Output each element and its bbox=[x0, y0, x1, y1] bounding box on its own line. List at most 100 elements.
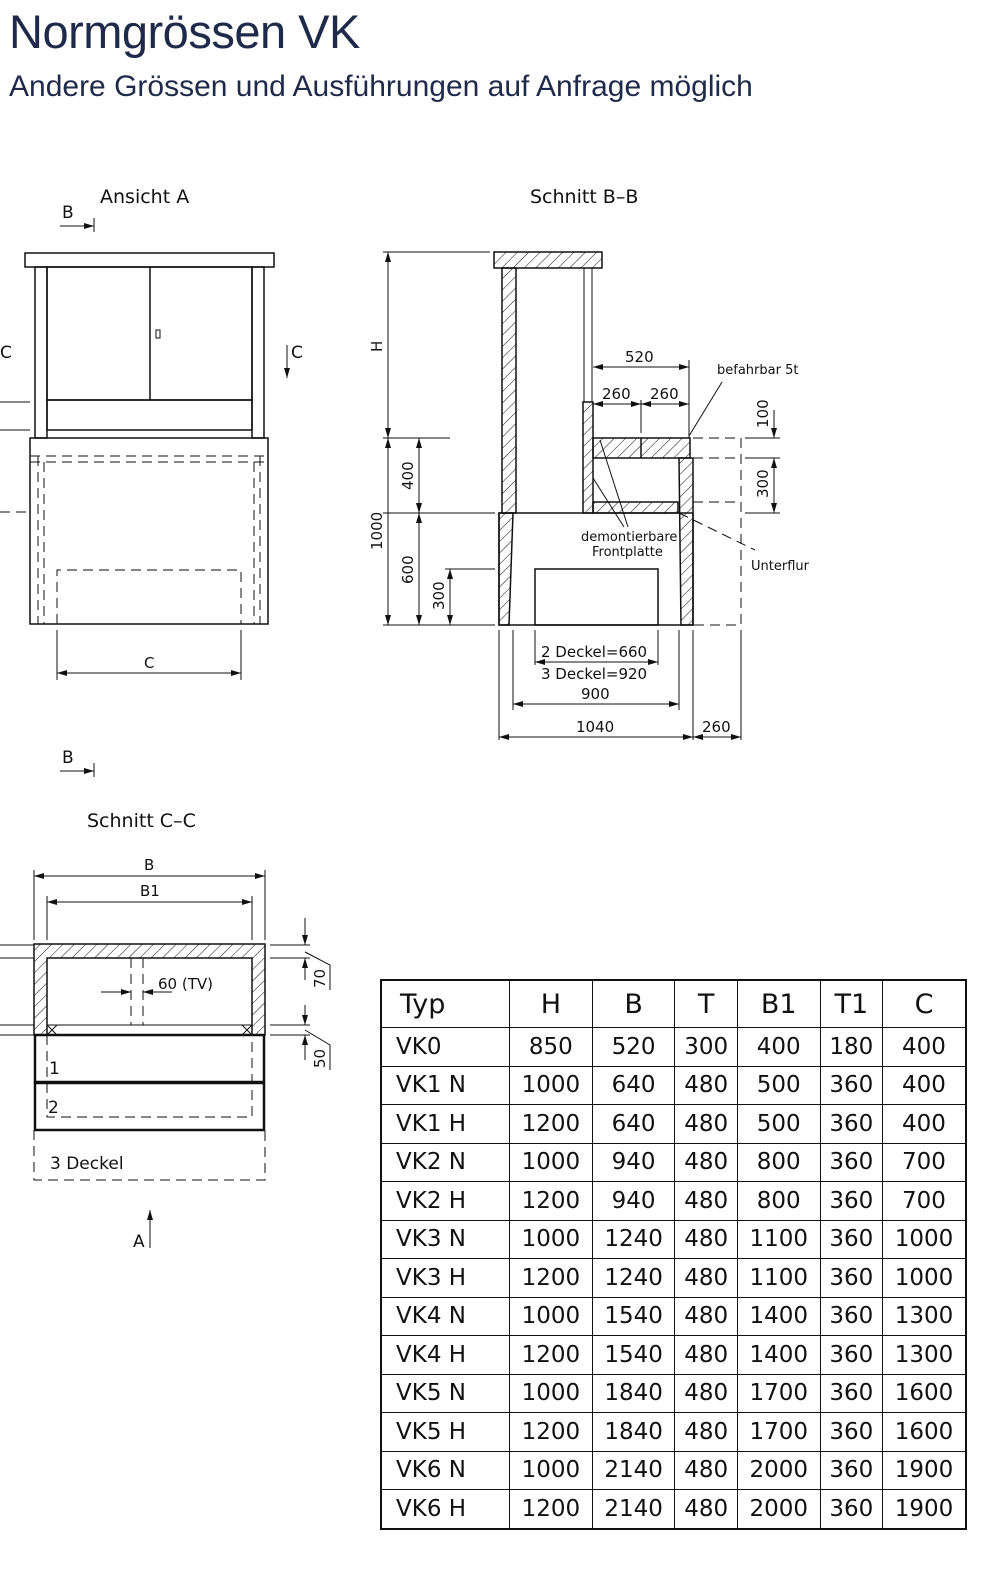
section-marker-b-top: B bbox=[62, 203, 74, 223]
cell-b1: 1400 bbox=[736, 1296, 821, 1336]
cell-c: 1600 bbox=[881, 1373, 967, 1413]
cell-b: 640 bbox=[591, 1065, 676, 1105]
column-header-t1: T1 bbox=[819, 979, 883, 1028]
ansicht-a-view: Ansicht A B C C C B bbox=[0, 186, 303, 777]
cell-c: 1900 bbox=[881, 1450, 967, 1490]
cell-t1: 360 bbox=[819, 1104, 883, 1144]
dim-50-label: 50 bbox=[311, 1049, 329, 1068]
section-marker-c-left: C bbox=[0, 343, 12, 363]
cell-typ: VK6 N bbox=[380, 1450, 510, 1490]
cell-t: 480 bbox=[674, 1335, 738, 1375]
cell-c: 1900 bbox=[881, 1489, 967, 1529]
cell-c: 700 bbox=[881, 1181, 967, 1221]
cell-h: 1000 bbox=[509, 1065, 593, 1105]
cell-t1: 360 bbox=[819, 1258, 883, 1298]
cell-t: 480 bbox=[674, 1142, 738, 1182]
cell-h: 1000 bbox=[509, 1296, 593, 1336]
cell-t: 300 bbox=[674, 1027, 738, 1067]
cell-b1: 1100 bbox=[736, 1258, 821, 1298]
cell-b: 1840 bbox=[591, 1373, 676, 1413]
cell-t1: 360 bbox=[819, 1489, 883, 1529]
cell-b: 1240 bbox=[591, 1219, 676, 1259]
schnitt-cc-title: Schnitt C–C bbox=[87, 810, 196, 832]
dim-c-label: C bbox=[144, 654, 154, 672]
dim-70-label: 70 bbox=[311, 969, 329, 988]
cell-c: 700 bbox=[881, 1142, 967, 1182]
cell-b: 2140 bbox=[591, 1450, 676, 1490]
dim-260-a-label: 260 bbox=[602, 385, 631, 403]
dim-h-label: H bbox=[368, 341, 386, 352]
cell-typ: VK4 H bbox=[380, 1335, 510, 1375]
cell-t: 480 bbox=[674, 1065, 738, 1105]
cell-t: 480 bbox=[674, 1373, 738, 1413]
cell-b1: 500 bbox=[736, 1065, 821, 1105]
cell-t1: 360 bbox=[819, 1181, 883, 1221]
cell-t: 480 bbox=[674, 1181, 738, 1221]
cell-t1: 360 bbox=[819, 1373, 883, 1413]
cell-h: 1200 bbox=[509, 1181, 593, 1221]
cell-b: 1540 bbox=[591, 1296, 676, 1336]
cell-c: 1300 bbox=[881, 1335, 967, 1375]
cell-typ: VK6 H bbox=[380, 1489, 510, 1529]
cell-b1: 800 bbox=[736, 1142, 821, 1182]
unterflur-label: Unterflur bbox=[751, 559, 810, 574]
cell-typ: VK1 N bbox=[380, 1065, 510, 1105]
cell-c: 400 bbox=[881, 1065, 967, 1105]
cell-typ: VK0 bbox=[380, 1027, 510, 1067]
cell-b1: 1400 bbox=[736, 1335, 821, 1375]
cell-b: 940 bbox=[591, 1181, 676, 1221]
cell-h: 1200 bbox=[509, 1258, 593, 1298]
column-header-c: C bbox=[881, 979, 967, 1028]
cell-t1: 360 bbox=[819, 1335, 883, 1375]
cell-t1: 360 bbox=[819, 1412, 883, 1452]
cell-typ: VK3 H bbox=[380, 1258, 510, 1298]
dim-600-label: 600 bbox=[399, 555, 417, 584]
compartment-1-label: 1 bbox=[49, 1059, 60, 1079]
dim-b1-label: B1 bbox=[140, 882, 160, 900]
cell-t: 480 bbox=[674, 1104, 738, 1144]
cell-b1: 400 bbox=[736, 1027, 821, 1067]
cell-t1: 360 bbox=[819, 1450, 883, 1490]
cell-h: 1200 bbox=[509, 1104, 593, 1144]
schnitt-bb-view: Schnitt B–B bbox=[368, 186, 810, 740]
cell-c: 1600 bbox=[881, 1412, 967, 1452]
cell-h: 1000 bbox=[509, 1219, 593, 1259]
cell-h: 1000 bbox=[509, 1373, 593, 1413]
section-marker-b-bottom: B bbox=[62, 748, 74, 768]
cell-h: 1000 bbox=[509, 1142, 593, 1182]
dim-b-label: B bbox=[144, 856, 154, 874]
cell-b1: 800 bbox=[736, 1181, 821, 1221]
column-header-t: T bbox=[674, 979, 738, 1028]
cell-b1: 2000 bbox=[736, 1489, 821, 1529]
cell-c: 1300 bbox=[881, 1296, 967, 1336]
page-title: Normgrössen VK bbox=[9, 5, 360, 58]
befahrbar-label: befahrbar 5t bbox=[717, 363, 798, 378]
cell-c: 400 bbox=[881, 1104, 967, 1144]
cell-b: 1840 bbox=[591, 1412, 676, 1452]
cell-typ: VK4 N bbox=[380, 1296, 510, 1336]
view-marker-a: A bbox=[133, 1232, 145, 1252]
cell-t: 480 bbox=[674, 1296, 738, 1336]
frontplatte-label-line1: demontierbare bbox=[581, 530, 677, 545]
deckel-3-cc-label: 3 Deckel bbox=[50, 1154, 124, 1174]
cell-b: 1540 bbox=[591, 1335, 676, 1375]
cell-b1: 2000 bbox=[736, 1450, 821, 1490]
cell-h: 1200 bbox=[509, 1412, 593, 1452]
dim-900-label: 900 bbox=[581, 685, 610, 703]
column-header-b1: B1 bbox=[736, 979, 821, 1028]
